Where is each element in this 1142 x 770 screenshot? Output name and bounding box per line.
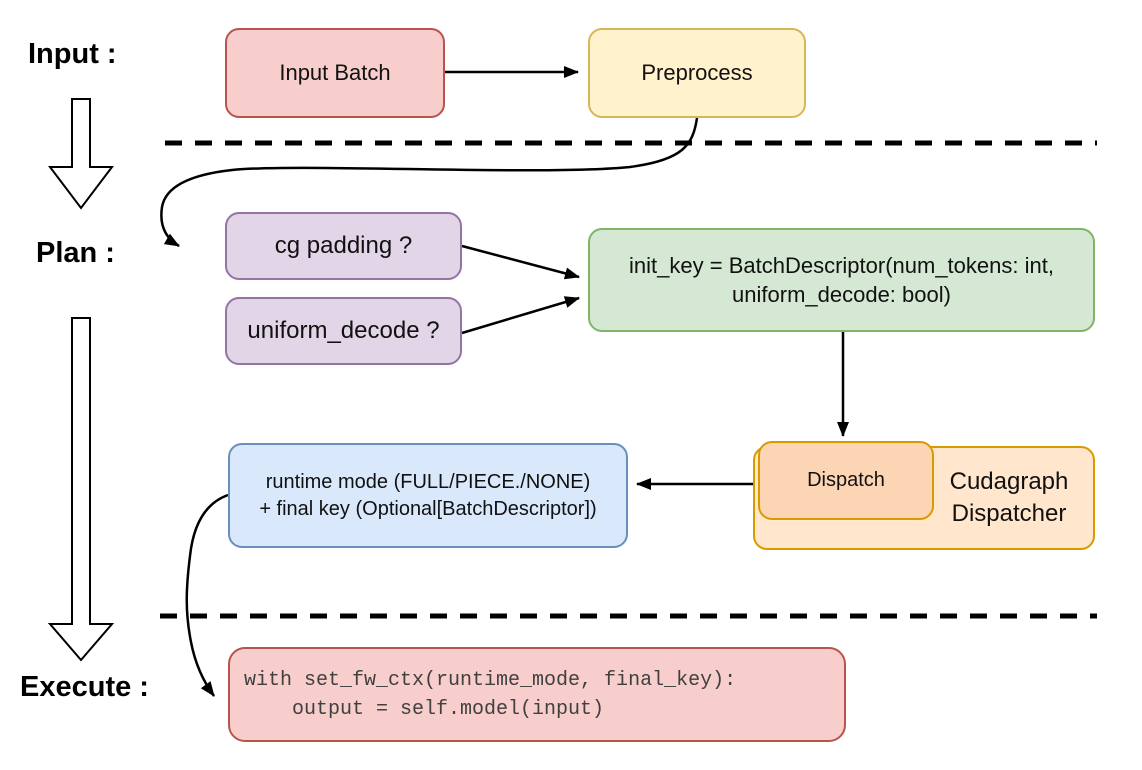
stage-label-plan: Plan : — [36, 237, 115, 269]
plan-to-execute-arrow-icon — [47, 317, 115, 662]
node-init-key-line2: uniform_decode: bool) — [732, 282, 951, 307]
node-input-batch-label: Input Batch — [279, 60, 391, 86]
node-cg-padding: cg padding ? — [225, 212, 462, 280]
node-init-key: init_key = BatchDescriptor(num_tokens: i… — [588, 228, 1095, 332]
arrow-runtime-to-execute — [185, 493, 229, 697]
cudagraph-label-line1: Cudagraph — [949, 468, 1069, 496]
arrow-preprocess-to-cgpadding — [160, 117, 699, 248]
node-runtime-line2: + final key (Optional[BatchDescriptor]) — [259, 497, 597, 520]
node-preprocess-label: Preprocess — [641, 60, 753, 86]
stage-label-execute: Execute : — [20, 671, 149, 703]
node-cg-padding-label: cg padding ? — [274, 232, 413, 260]
node-init-key-line1: init_key = BatchDescriptor(num_tokens: i… — [629, 252, 1054, 278]
arrow-uniformdecode-to-initkey — [461, 296, 580, 335]
node-uniform-decode: uniform_decode ? — [225, 297, 462, 365]
execute-code-line2: output = self.model(input) — [244, 697, 605, 721]
node-execute-code: with set_fw_ctx(runtime_mode, final_key)… — [228, 647, 846, 742]
execute-code-line1: with set_fw_ctx(runtime_mode, final_key)… — [244, 668, 737, 692]
node-runtime-line1: runtime mode (FULL/PIECE./NONE) — [265, 471, 591, 494]
node-runtime-result: runtime mode (FULL/PIECE./NONE) + final … — [228, 443, 628, 548]
node-dispatch: Dispatch — [758, 441, 934, 520]
cudagraph-label-line2: Dispatcher — [951, 500, 1067, 527]
node-dispatch-label: Dispatch — [807, 469, 885, 492]
arrow-cgpadding-to-initkey — [461, 244, 580, 280]
node-input-batch: Input Batch — [225, 28, 445, 118]
node-uniform-decode-label: uniform_decode ? — [247, 317, 440, 345]
node-cudagraph-dispatcher-label: Cudagraph Dispatcher — [925, 466, 1093, 529]
stage-label-input: Input : — [28, 38, 117, 70]
input-to-plan-arrow-icon — [47, 98, 115, 210]
node-preprocess: Preprocess — [588, 28, 806, 118]
